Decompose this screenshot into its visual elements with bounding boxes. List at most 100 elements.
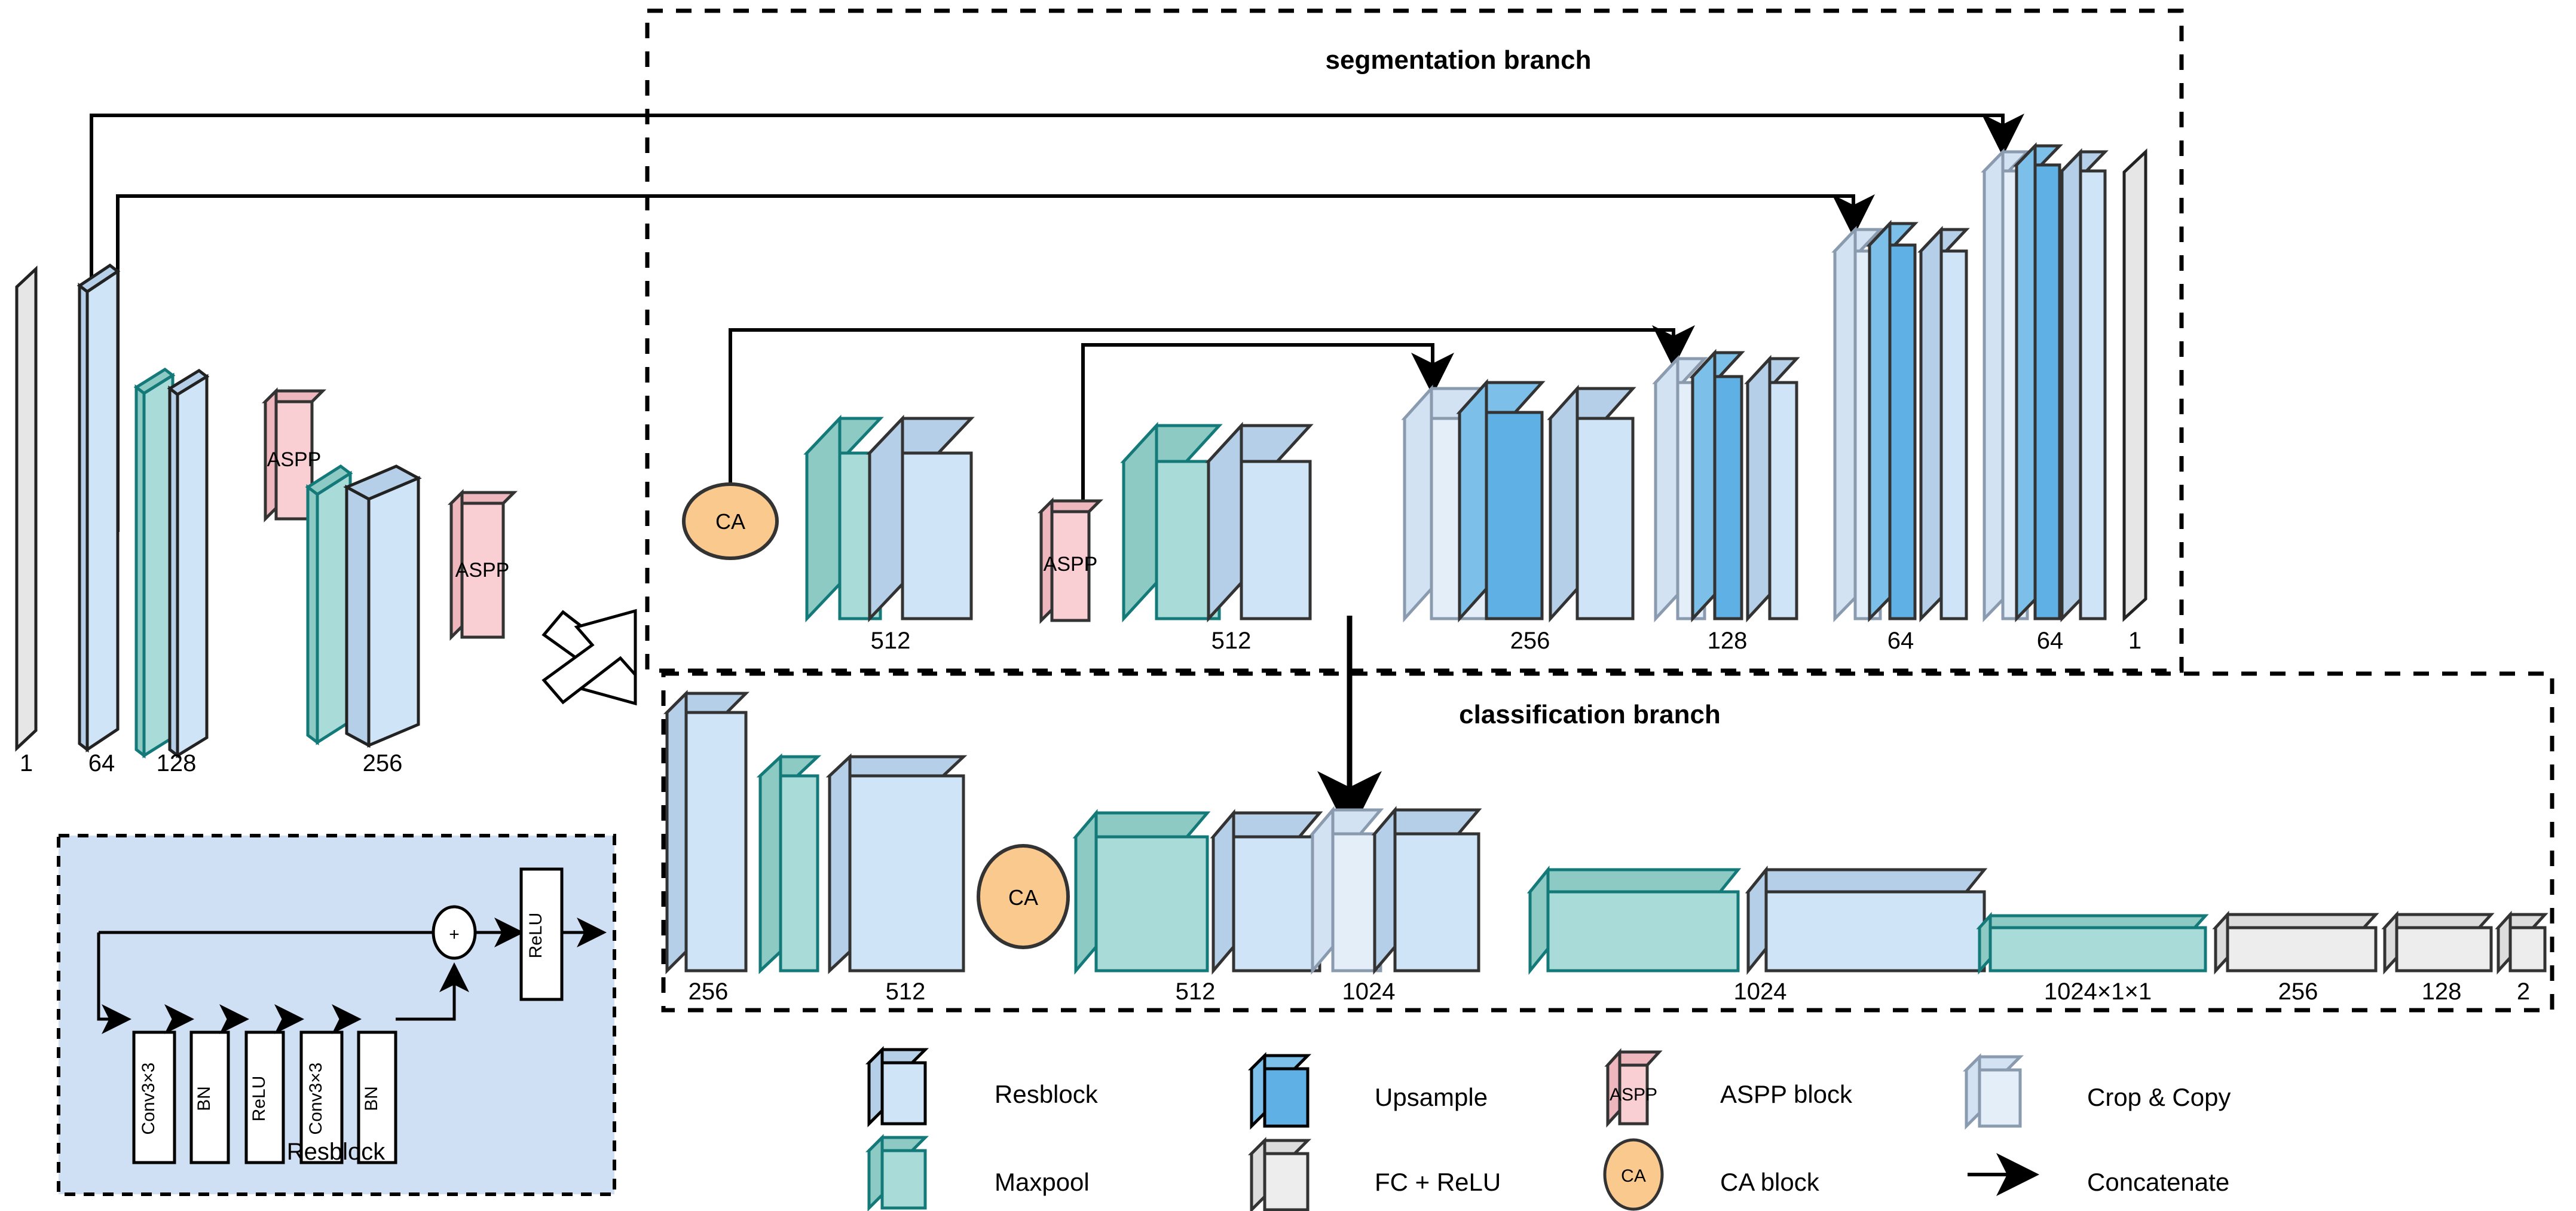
seg-label-128: 128 — [1708, 628, 1748, 654]
cls-stage-512-a — [756, 753, 968, 974]
seg-ca-block[interactable]: CA — [682, 482, 779, 560]
legend: Resblock Upsample ASPP ASPP block — [865, 1045, 2231, 1211]
legend-label-maxpool: Maxpool — [995, 1168, 1090, 1196]
encoder-aspp-1[interactable]: ASPP — [261, 387, 327, 523]
resblock-stage-bn2-label: BN — [362, 1086, 381, 1111]
legend-item-ca: CA CA block — [1603, 1138, 1820, 1211]
seg-label-512-b: 512 — [1211, 628, 1252, 654]
seg-label-512-a: 512 — [871, 628, 911, 654]
cube-aspp-icon: ASPP — [1604, 1048, 1663, 1128]
cls-stage-1024-b — [1526, 865, 1988, 975]
segmentation-branch-box — [645, 8, 2184, 673]
encoder-stage-64 — [77, 263, 121, 753]
skip-connection-1 — [90, 114, 2024, 299]
encoder-label-128: 128 — [157, 750, 197, 776]
classification-branch-title: classification branch — [1459, 700, 1721, 729]
resblock-stage-bn1-label: BN — [194, 1086, 214, 1111]
resblock-stage-bn2 — [357, 1030, 397, 1164]
seg-label-output-1: 1 — [2128, 628, 2141, 654]
cls-label-fc-2: 2 — [2517, 978, 2530, 1005]
cls-fc-128 — [2381, 910, 2495, 975]
legend-item-concat: Concatenate — [1968, 1153, 2229, 1196]
cls-ca-label: CA — [1008, 885, 1038, 910]
resblock-stage-relu1 — [244, 1030, 285, 1164]
skip-connection-4 — [1081, 343, 1454, 538]
encoder-label-256: 256 — [363, 750, 403, 776]
resblock-residual-join — [396, 962, 469, 1021]
cls-stage-1024x1x1 — [1976, 912, 2209, 975]
seg-stage-64-b — [1981, 142, 2109, 623]
cls-label-1024-a: 1024 — [1342, 978, 1396, 1005]
cls-stage-1024-a — [1309, 806, 1482, 975]
encoder-aspp-2[interactable]: ASPP — [447, 488, 518, 641]
resblock-panel-title: Resblock — [287, 1139, 386, 1165]
cls-fc-256 — [2212, 910, 2379, 975]
legend-label-aspp: ASPP block — [1720, 1080, 1853, 1108]
resblock-output-relu-label: ReLU — [526, 913, 546, 959]
arrow-to-classification — [541, 608, 637, 705]
aspp-2-label: ASPP — [455, 559, 510, 582]
cls-ca-block[interactable]: CA — [977, 844, 1070, 949]
legend-item-upsample: Upsample — [1247, 1051, 1488, 1130]
resblock-add-label: + — [449, 925, 460, 944]
classification-branch-box — [661, 671, 2554, 1013]
cube-fcrelu-icon — [1247, 1136, 1312, 1211]
cls-stage-256 — [663, 689, 750, 975]
segmentation-branch-title: segmentation branch — [1326, 45, 1592, 75]
seg-output-plane — [2122, 148, 2147, 622]
legend-label-fcrelu: FC + ReLU — [1375, 1168, 1501, 1196]
legend-label-cropcopy: Crop & Copy — [2087, 1083, 2231, 1111]
legend-item-fcrelu: FC + ReLU — [1247, 1136, 1501, 1211]
cls-label-fc-256: 256 — [2278, 978, 2318, 1005]
seg-stage-512-b — [1120, 421, 1314, 623]
cls-stage-512-b — [1072, 809, 1323, 975]
encoder-stage-256 — [305, 464, 422, 748]
cube-resblock-icon — [865, 1045, 929, 1128]
resblock-add-node — [432, 905, 477, 960]
legend-ca-inner-label: CA — [1621, 1166, 1646, 1186]
cls-label-256: 256 — [689, 978, 729, 1005]
encoder-label-1: 1 — [20, 750, 33, 776]
seg-label-64-a: 64 — [1887, 628, 1914, 654]
legend-item-resblock: Resblock — [865, 1045, 1099, 1128]
seg-stage-256 — [1401, 378, 1636, 623]
cls-label-fc-128: 128 — [2422, 978, 2462, 1005]
legend-label-concat: Concatenate — [2087, 1168, 2229, 1196]
resblock-stage-bn1 — [189, 1030, 230, 1164]
seg-stage-64-a — [1831, 219, 1970, 623]
cls-label-512-b: 512 — [1176, 978, 1216, 1005]
seg-aspp-block[interactable]: ASPP — [1037, 497, 1104, 625]
seg-aspp-label: ASPP — [1044, 553, 1098, 576]
cube-maxpool-icon — [865, 1133, 929, 1211]
resblock-skip-line — [97, 932, 131, 1034]
resblock-stage-relu1-label: ReLU — [249, 1076, 269, 1122]
legend-aspp-inner-label: ASPP — [1610, 1085, 1657, 1105]
skip-connection-3 — [729, 325, 1695, 502]
resblock-stage-conv2 — [299, 1030, 344, 1164]
cls-label-512-a: 512 — [886, 978, 926, 1005]
branch-split-arrows — [541, 608, 637, 706]
seg-stage-512-a — [803, 414, 975, 623]
legend-label-ca: CA block — [1720, 1168, 1820, 1196]
legend-label-resblock: Resblock — [995, 1080, 1099, 1108]
seg-ca-label: CA — [715, 509, 745, 534]
seg-stage-128 — [1652, 348, 1800, 623]
seg-label-256: 256 — [1510, 628, 1550, 654]
cls-fc-2 — [2495, 910, 2549, 975]
encoder-input-plane — [15, 265, 38, 752]
aspp-1-label: ASPP — [267, 448, 322, 471]
resblock-stage-conv1-label: Conv3×3 — [139, 1063, 158, 1135]
cube-cropcopy-icon — [1962, 1053, 2024, 1130]
legend-item-maxpool: Maxpool — [865, 1133, 1090, 1211]
ellipse-ca-icon: CA — [1603, 1138, 1664, 1211]
resblock-panel: Conv3×3 BN ReLU Conv3×3 BN + ReLU Resblo… — [57, 834, 616, 1196]
cls-label-1024x1x1: 1024×1×1 — [2044, 978, 2152, 1005]
resblock-output-relu — [519, 867, 564, 1001]
encoder-stage-128 — [133, 367, 210, 759]
legend-item-aspp: ASPP ASPP block — [1604, 1048, 1853, 1128]
resblock-stage-conv2-label: Conv3×3 — [306, 1063, 326, 1135]
seg-label-64-b: 64 — [2037, 628, 2064, 654]
cube-upsample-icon — [1247, 1051, 1312, 1130]
